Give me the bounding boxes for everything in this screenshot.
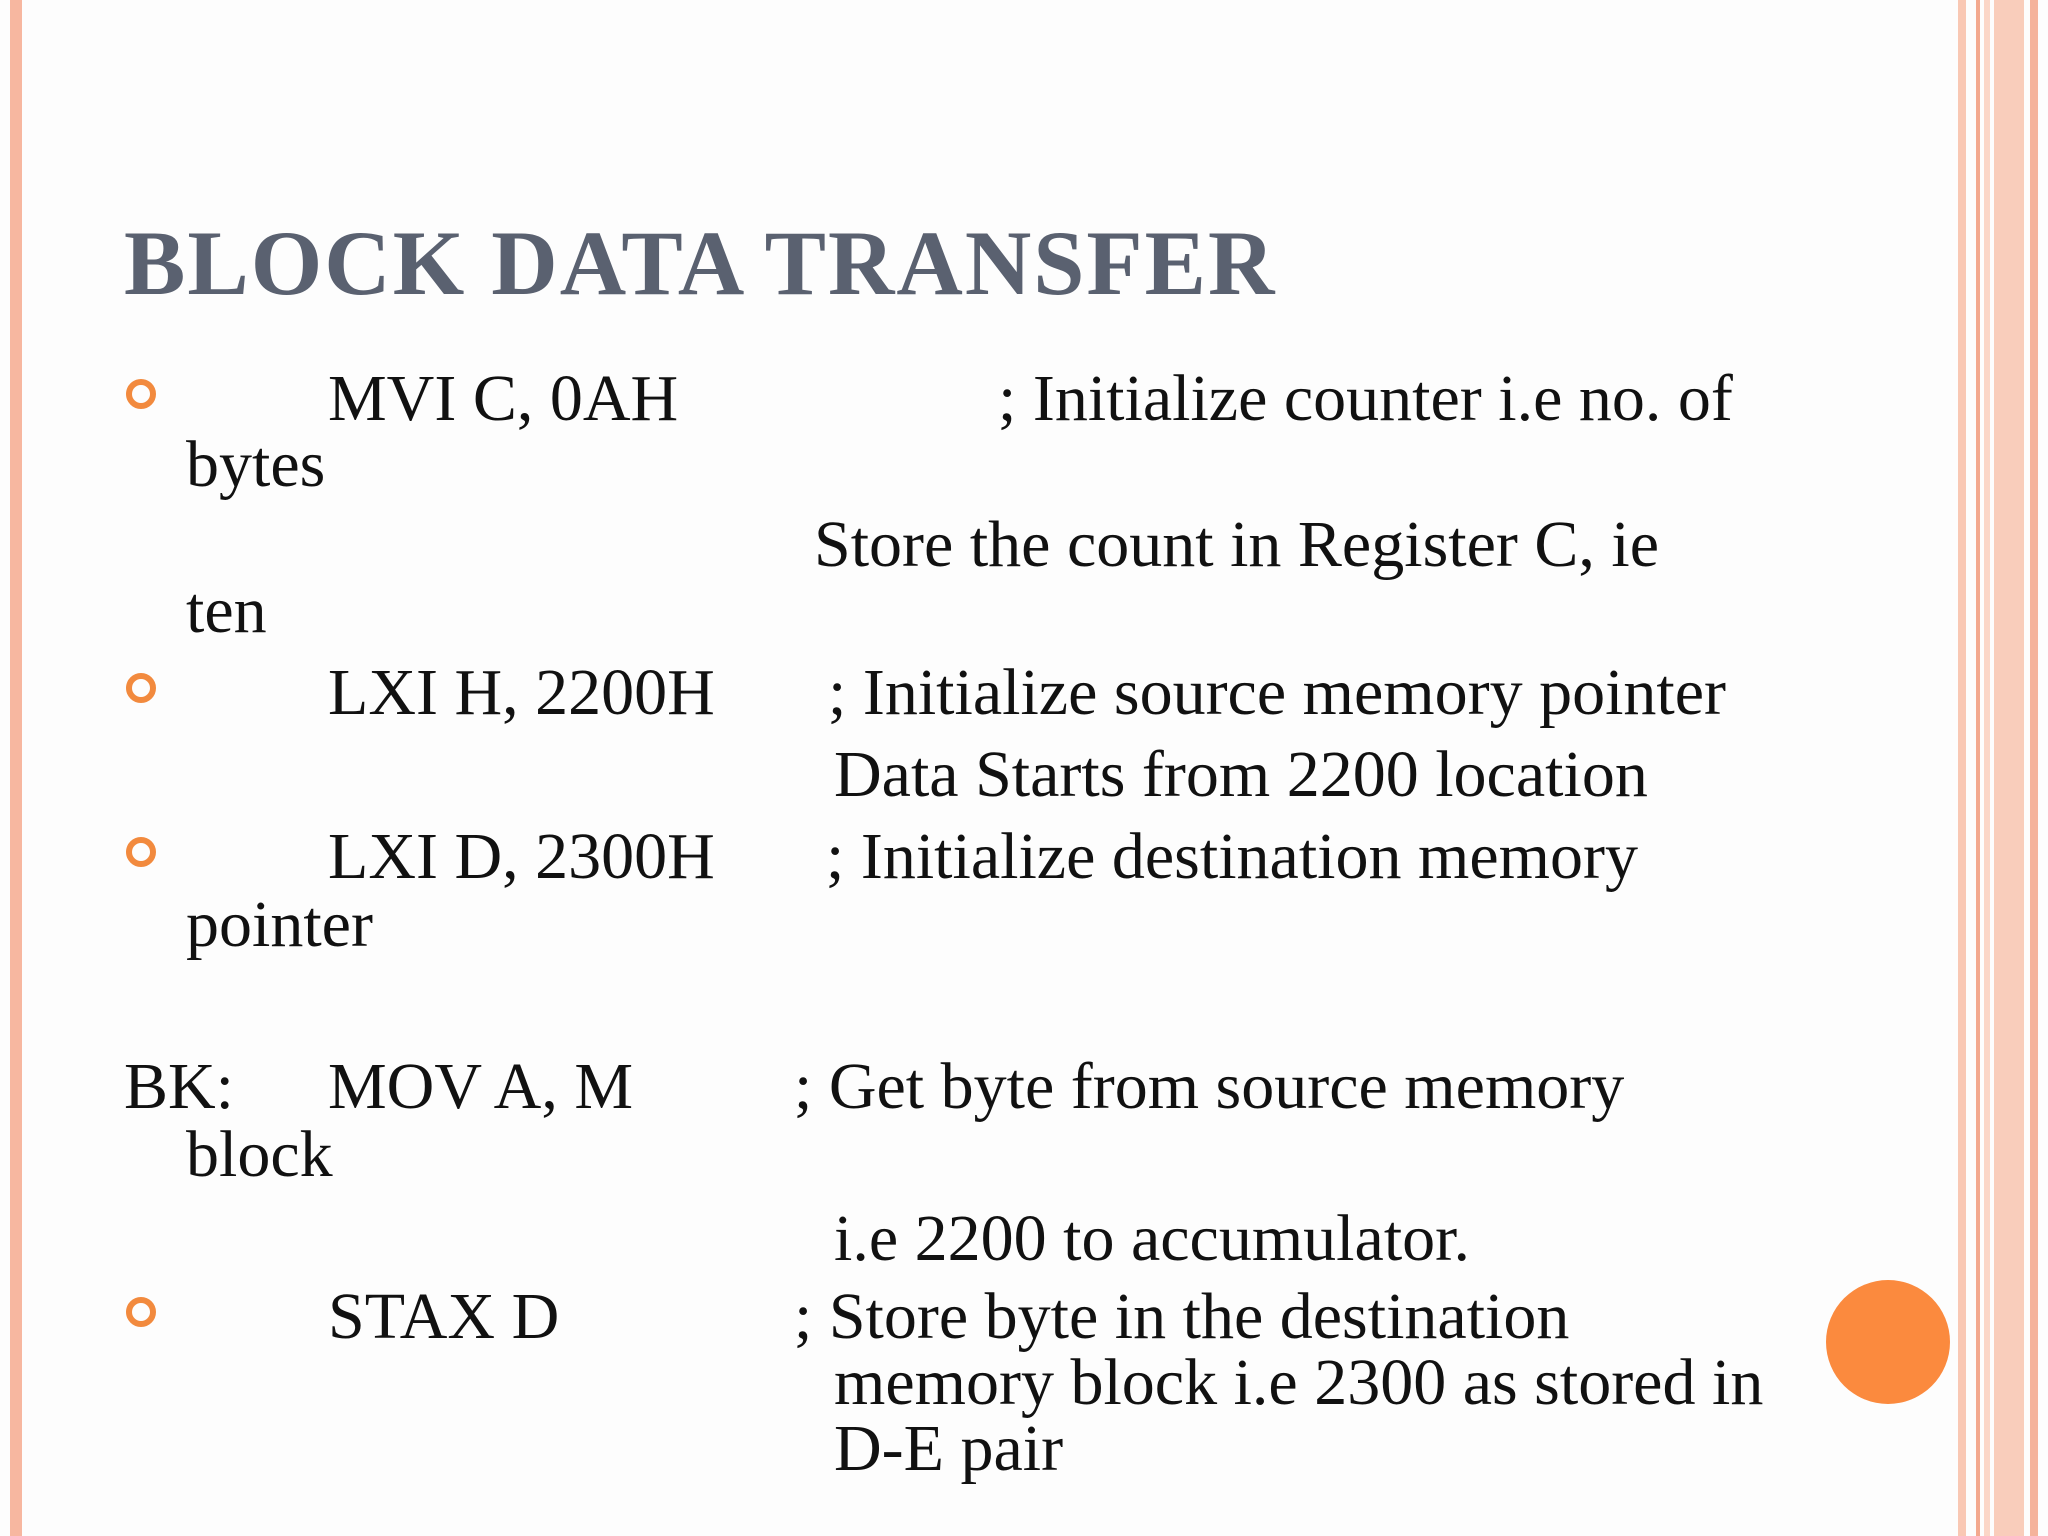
comment-text: memory block i.e 2300 as stored in <box>834 1346 1764 1419</box>
comment-text: i.e 2200 to accumulator. <box>834 1202 1470 1275</box>
comment-text: D-E pair <box>834 1412 1064 1485</box>
bullet-icon <box>126 673 156 703</box>
bullet-icon <box>126 837 156 867</box>
right-border-stripe <box>1958 0 1966 1536</box>
comment-text: Data Starts from 2200 location <box>834 738 1648 811</box>
comment-wrap-text: pointer <box>186 888 373 961</box>
label-text: BK: <box>124 1050 235 1123</box>
instruction-text: MVI C, 0AH <box>328 362 679 435</box>
instruction-text: LXI H, 2200H <box>328 656 715 729</box>
comment-wrap-text: ten <box>186 574 267 647</box>
comment-wrap-text: block <box>186 1118 333 1191</box>
left-border <box>10 0 22 1536</box>
comment-text: ; Initialize destination memory <box>826 820 1638 893</box>
bullet-icon <box>126 379 156 409</box>
right-border-stripe <box>1994 0 2024 1536</box>
instruction-text: LXI D, 2300H <box>328 820 715 893</box>
comment-text: ; Get byte from source memory <box>794 1050 1625 1123</box>
right-border-stripe <box>1976 0 1980 1536</box>
comment-text: ; Initialize source memory pointer <box>828 656 1727 729</box>
orange-circle-icon <box>1826 1280 1950 1404</box>
comment-text: ; Store byte in the destination <box>794 1280 1570 1353</box>
comment-text: ; Initialize counter i.e no. of <box>998 362 1733 435</box>
instruction-text: STAX D <box>328 1280 560 1353</box>
right-border-stripe <box>2030 0 2038 1536</box>
comment-text: Store the count in Register C, ie <box>814 508 1660 581</box>
instruction-text: MOV A, M <box>328 1050 634 1123</box>
right-border-stripe <box>1984 0 1990 1536</box>
comment-wrap-text: bytes <box>186 428 326 501</box>
bullet-icon <box>126 1297 156 1327</box>
slide-title: BLOCK DATA TRANSFER <box>124 212 1277 314</box>
